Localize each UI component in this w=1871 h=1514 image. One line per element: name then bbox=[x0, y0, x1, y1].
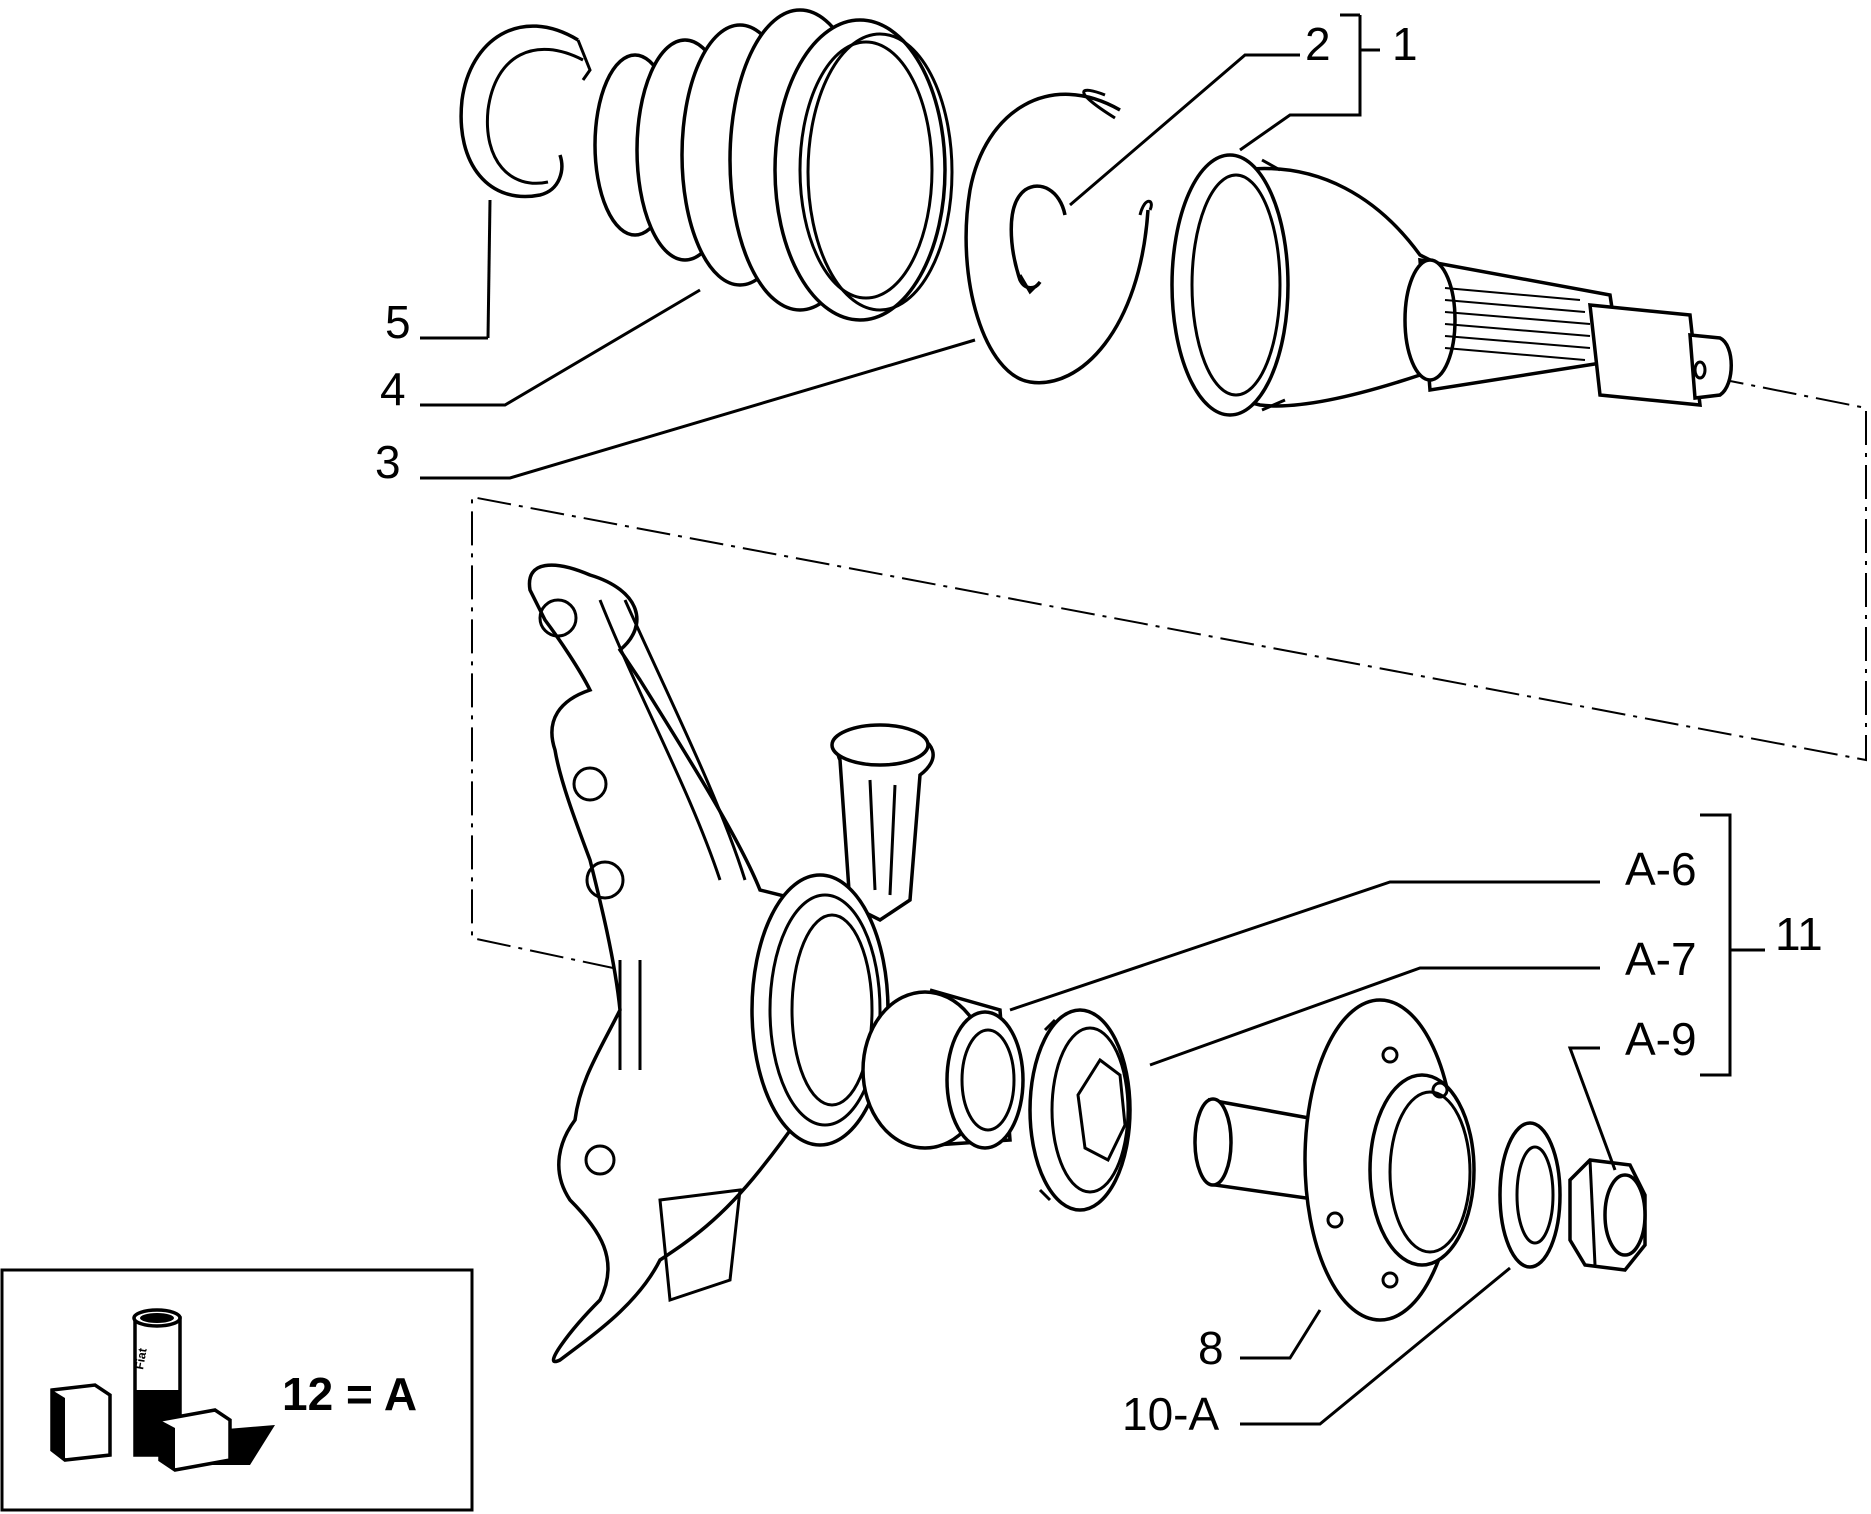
leader-lines bbox=[420, 13, 1765, 1426]
label-1: 1 bbox=[1392, 18, 1418, 70]
part-5-clamp-ring bbox=[459, 24, 592, 199]
label-5: 5 bbox=[385, 296, 411, 348]
legend-box: Fiat 12 = A bbox=[0, 1268, 474, 1512]
label-3: 3 bbox=[375, 436, 401, 488]
legend-text: 12 = A bbox=[282, 1368, 417, 1420]
label-a6: A-6 bbox=[1625, 843, 1697, 895]
label-10a: 10-A bbox=[1122, 1388, 1219, 1440]
label-a9: A-9 bbox=[1625, 1013, 1697, 1065]
part-3-snap-ring bbox=[964, 88, 1153, 385]
lubricant-boxes-icon: Fiat bbox=[50, 1308, 275, 1472]
axis-lines bbox=[471, 376, 1867, 1013]
label-2: 2 bbox=[1305, 18, 1331, 70]
shaft-splines bbox=[1444, 287, 1591, 361]
part-a7-ring-nut bbox=[1028, 1008, 1132, 1212]
part-8-hub bbox=[1193, 998, 1476, 1322]
label-4: 4 bbox=[380, 363, 406, 415]
steering-knuckle bbox=[527, 563, 935, 1364]
part-a6-bearing bbox=[861, 988, 1025, 1150]
part-4-boot bbox=[593, 8, 954, 322]
box-brand-label: Fiat bbox=[132, 1347, 149, 1370]
label-a7: A-7 bbox=[1625, 933, 1697, 985]
label-11: 11 bbox=[1775, 908, 1823, 960]
callout-labels: 1 2 3 4 5 8 10-A 11 A-6 A-7 A-9 bbox=[375, 18, 1823, 1440]
part-2-circlip bbox=[1009, 184, 1067, 295]
part-10a-washer bbox=[1498, 1121, 1562, 1269]
part-a9-nut bbox=[1568, 1158, 1647, 1272]
part-1-cv-joint bbox=[1170, 153, 1733, 417]
label-8: 8 bbox=[1198, 1322, 1224, 1374]
